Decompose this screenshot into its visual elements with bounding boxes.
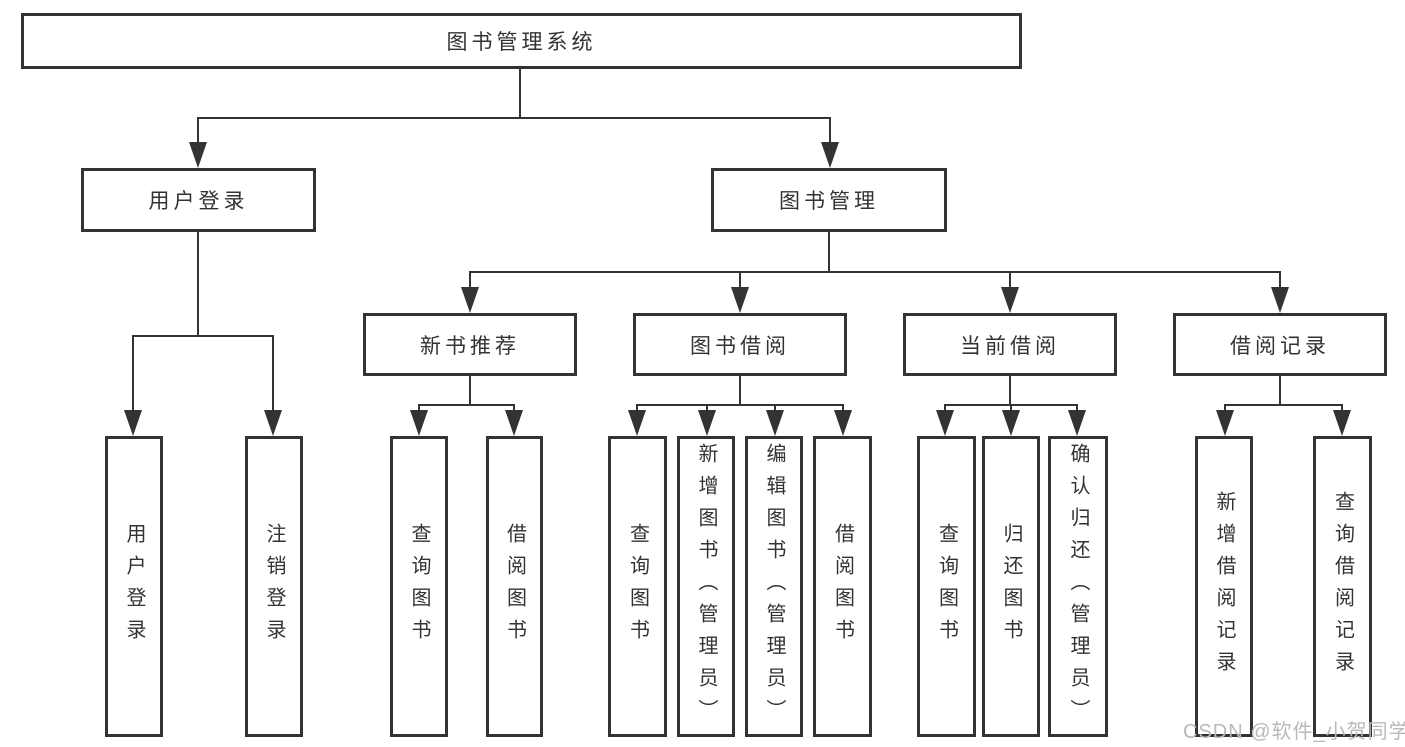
arrow-down-icon [821, 142, 839, 168]
node-confirm-return-admin: 确认归还（管理员） [1048, 436, 1108, 737]
arrow-down-icon [1002, 410, 1020, 436]
node-borrow-books: 借阅图书 [486, 436, 543, 737]
node-label: 注销登录 [263, 522, 285, 651]
connector-group-branch [418, 404, 515, 406]
node-label: 借阅图书 [831, 522, 854, 651]
arrow-down-icon [189, 142, 207, 168]
arrow-down-icon [1333, 410, 1351, 436]
arrow-down-icon [410, 410, 428, 436]
node-borrowing-records: 借阅记录 [1173, 313, 1387, 376]
connector-group-stem [1279, 376, 1281, 406]
node-edit-books-admin: 编辑图书（管理员） [745, 436, 803, 737]
connector-arrow-stem [469, 271, 471, 291]
node-add-books-admin: 新增图书（管理员） [677, 436, 735, 737]
connector-user-login-stem [197, 232, 199, 337]
node-label: 确认归还（管理员） [1067, 442, 1089, 731]
node-add-borrow-record: 新增借阅记录 [1195, 436, 1253, 737]
arrow-down-icon [264, 410, 282, 436]
connector-arrow-stem [739, 271, 741, 291]
watermark: CSDN @软件_小贺同学 [1183, 721, 1405, 743]
connector-arrow-stem [1279, 271, 1281, 291]
node-query-books: 查询图书 [608, 436, 667, 737]
node-label: 编辑图书（管理员） [763, 442, 785, 731]
connector-group-stem [1009, 376, 1011, 406]
node-label: 查询图书 [626, 522, 649, 651]
arrow-down-icon [461, 287, 479, 313]
arrow-down-icon [698, 410, 716, 436]
node-logout: 注销登录 [245, 436, 303, 737]
connector-arrow-stem [829, 117, 831, 146]
node-label: 新增图书（管理员） [695, 442, 717, 731]
connector-group-stem [739, 376, 741, 406]
connector-book-management-stem [828, 232, 830, 273]
node-user-login-leaf: 用户登录 [105, 436, 163, 737]
node-user-login: 用户登录 [81, 168, 316, 232]
connector-arrow-stem [1009, 271, 1011, 291]
arrow-down-icon [505, 410, 523, 436]
connector-group-stem [469, 376, 471, 406]
node-return-books: 归还图书 [982, 436, 1040, 737]
node-label: 用户登录 [123, 522, 145, 651]
node-label: 新增借阅记录 [1213, 490, 1235, 683]
node-current-borrowing: 当前借阅 [903, 313, 1117, 376]
node-label: 归还图书 [1000, 522, 1022, 651]
arrow-down-icon [124, 410, 142, 436]
arrow-down-icon [936, 410, 954, 436]
arrow-down-icon [1216, 410, 1234, 436]
arrow-down-icon [731, 287, 749, 313]
connector-user-login-branch [132, 335, 274, 337]
arrow-down-icon [834, 410, 852, 436]
arrow-down-icon [1068, 410, 1086, 436]
node-label: 借阅图书 [503, 522, 526, 651]
connector-group-branch [636, 404, 844, 406]
arrow-down-icon [1001, 287, 1019, 313]
node-query-books: 查询图书 [917, 436, 976, 737]
connector-level3-branch [469, 271, 1281, 273]
node-borrow-books: 借阅图书 [813, 436, 872, 737]
node-query-books: 查询图书 [390, 436, 448, 737]
node-book-borrowing: 图书借阅 [633, 313, 847, 376]
node-label: 查询图书 [935, 522, 958, 651]
node-label: 查询借阅记录 [1331, 490, 1354, 683]
arrow-down-icon [628, 410, 646, 436]
connector-arrow-stem [132, 335, 134, 414]
connector-group-branch [1224, 404, 1343, 406]
connector-level2-branch [197, 117, 831, 119]
connector-root-stem [519, 69, 521, 119]
connector-arrow-stem [272, 335, 274, 414]
connector-arrow-stem [197, 117, 199, 146]
node-new-book-recommendation: 新书推荐 [363, 313, 577, 376]
node-label: 查询图书 [408, 522, 430, 651]
node-book-management: 图书管理 [711, 168, 947, 232]
node-query-borrow-record: 查询借阅记录 [1313, 436, 1372, 737]
arrow-down-icon [766, 410, 784, 436]
node-library-management-system: 图书管理系统 [21, 13, 1022, 69]
arrow-down-icon [1271, 287, 1289, 313]
